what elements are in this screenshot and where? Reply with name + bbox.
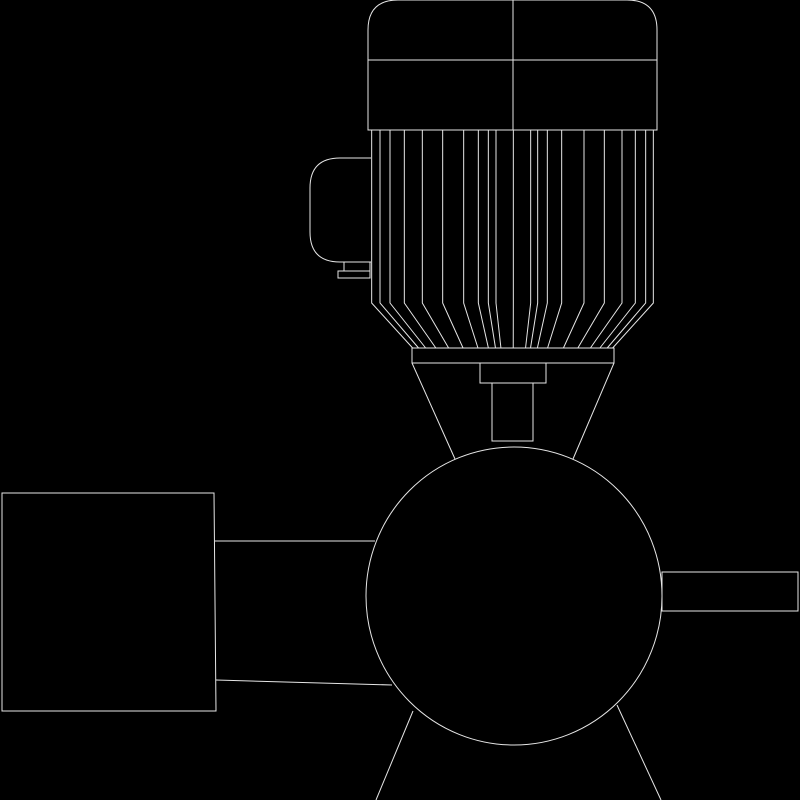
cooling-fin: [606, 130, 647, 349]
cooling-fin: [403, 130, 437, 349]
coupling-lantern: [411, 362, 615, 460]
terminal-box-base: [337, 270, 371, 279]
discharge-pipe-rect: [661, 571, 799, 612]
cooling-fin: [547, 130, 563, 349]
cooling-fin: [463, 130, 479, 349]
motor-fan-cover: [367, 0, 658, 131]
right-leg: [616, 704, 662, 800]
discharge-pipe: [661, 571, 799, 612]
shaft-collar: [479, 362, 547, 384]
cooling-fin: [389, 130, 427, 349]
left-leg: [375, 710, 414, 800]
cooling-fin: [495, 130, 502, 349]
cooling-fin: [442, 130, 464, 349]
suction-pipe-bottom: [215, 679, 393, 686]
cooling-fin: [371, 130, 414, 349]
cooling-fin: [530, 130, 539, 349]
cooling-fin: [477, 130, 489, 349]
cooling-fin: [577, 130, 605, 349]
terminal-box: [309, 157, 371, 279]
cooling-fin: [589, 130, 623, 349]
pump-casing-circle: [365, 446, 663, 746]
cooling-fin: [536, 130, 548, 349]
terminal-box-outline: [309, 157, 371, 263]
cooling-fin: [599, 130, 636, 349]
cooling-fin: [487, 130, 496, 349]
motor-flange: [411, 347, 615, 442]
cooling-fin: [379, 130, 419, 349]
flange-plate: [411, 347, 615, 364]
cooling-fin: [562, 130, 585, 349]
lantern-left-edge: [411, 362, 456, 460]
cooling-fin: [421, 130, 450, 349]
terminal-box-gland: [343, 261, 371, 272]
support-legs: [375, 704, 662, 800]
suction-flange-box: [1, 492, 217, 712]
motor-finned-body: [371, 130, 654, 349]
shaft: [491, 382, 534, 442]
fan-cover-outline: [367, 0, 658, 131]
pump-casing: [365, 446, 663, 746]
suction-flange: [1, 492, 393, 712]
cooling-fin: [612, 130, 654, 349]
lantern-right-edge: [572, 362, 615, 460]
cooling-fin: [525, 130, 532, 349]
